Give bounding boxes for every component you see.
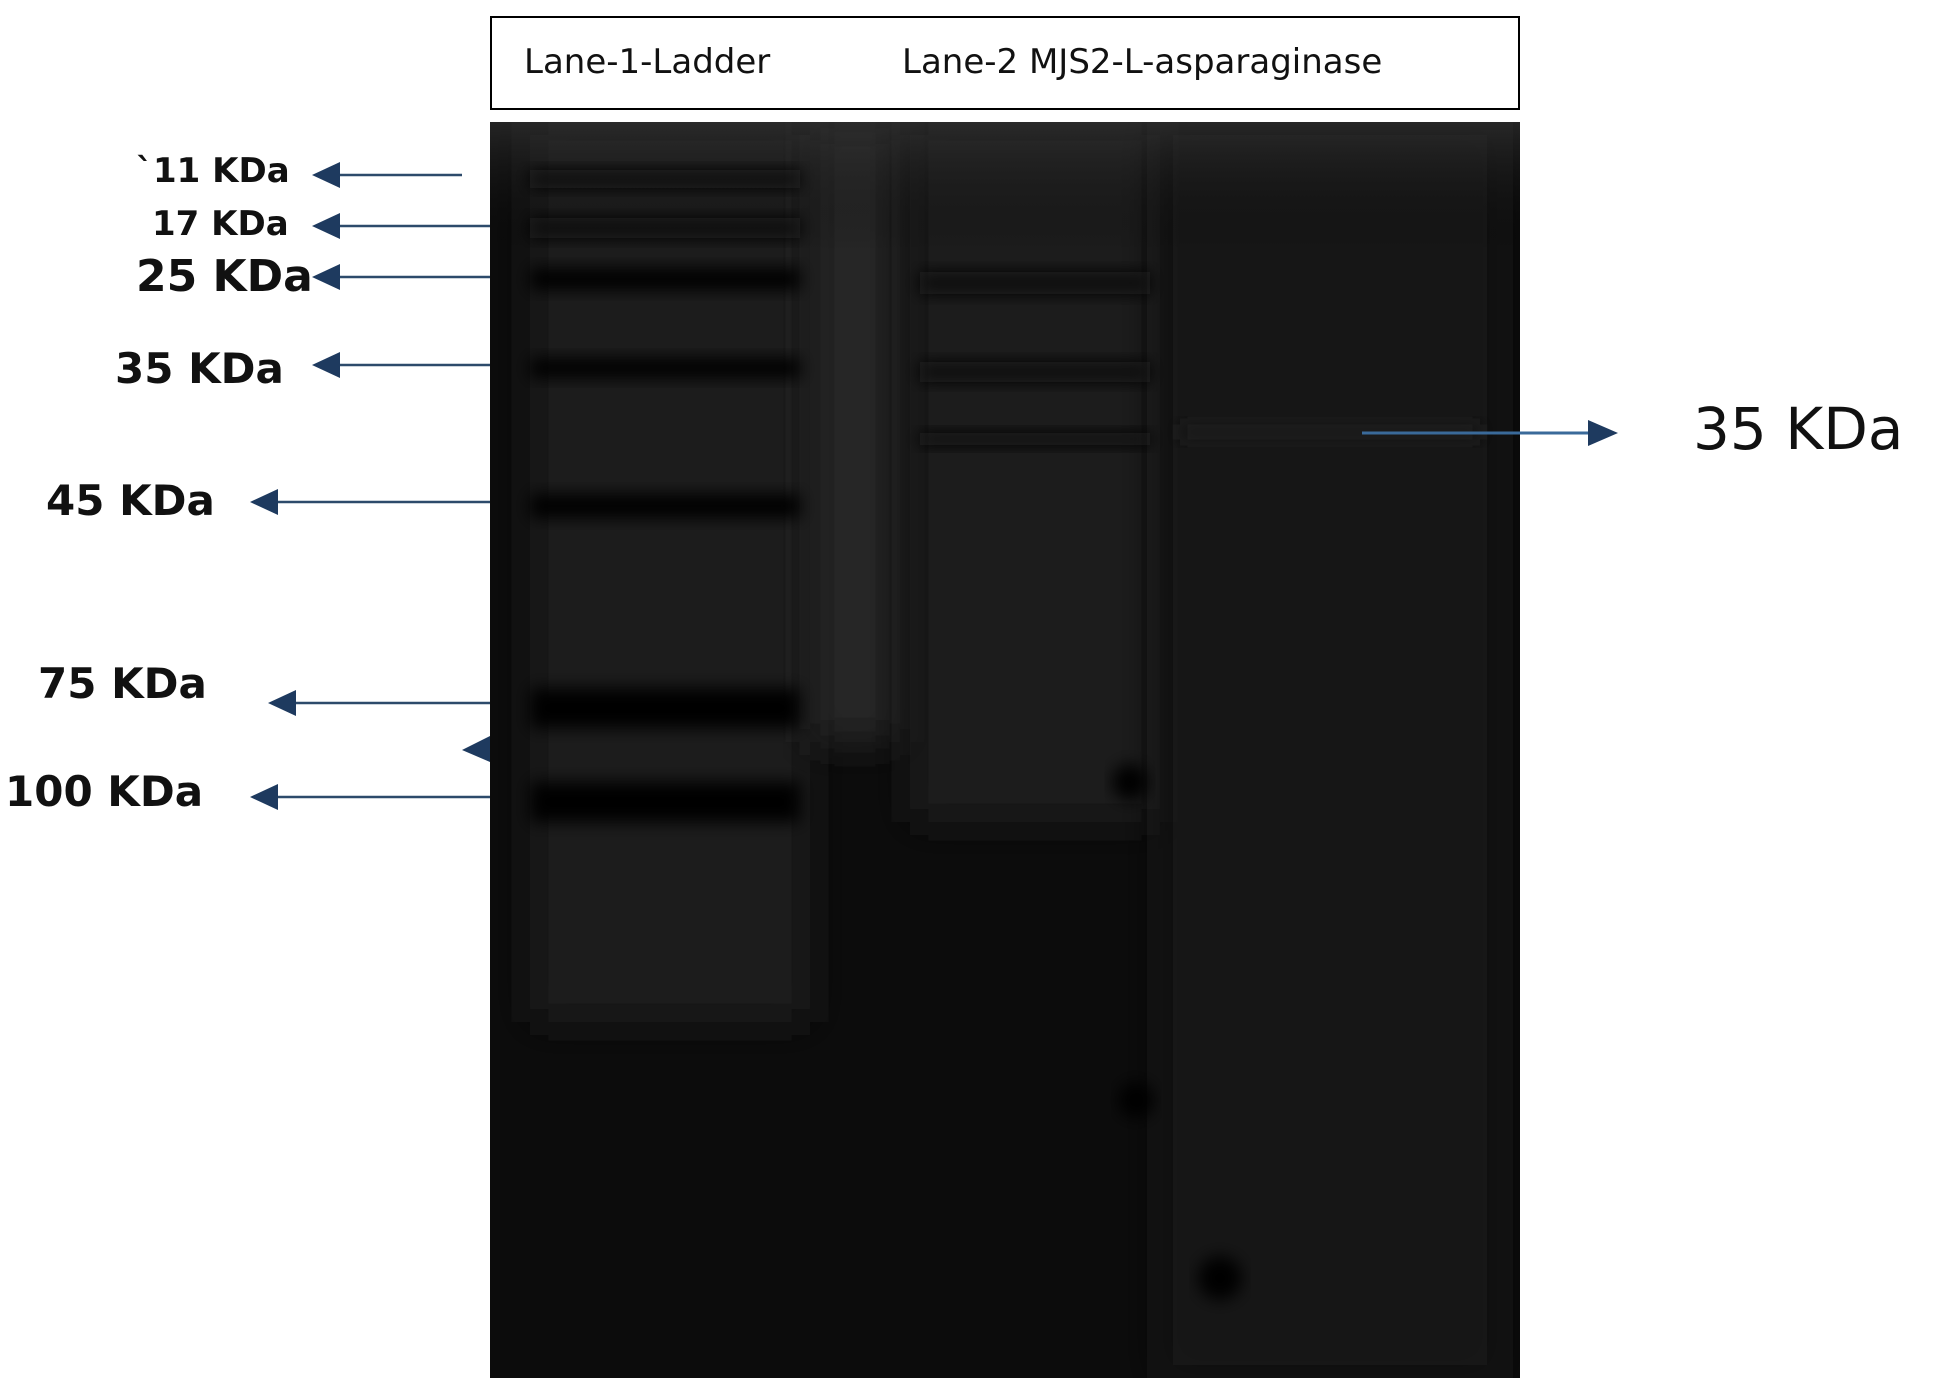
gel-bands bbox=[490, 122, 1520, 1378]
sample-band bbox=[920, 432, 1150, 446]
marker-label: 17 KDa bbox=[152, 204, 289, 244]
marker-label: 75 KDa bbox=[38, 659, 207, 708]
arrow-75kda-head bbox=[268, 690, 296, 716]
ladder-band bbox=[530, 218, 800, 238]
arrow-100kda-head bbox=[250, 784, 278, 810]
arrow-band-35kda-head bbox=[1588, 420, 1618, 446]
ladder-band bbox=[530, 782, 800, 822]
band-35kda-label: 35 KDa bbox=[1693, 395, 1904, 463]
arrow-17kda-head bbox=[312, 213, 340, 239]
sample-band bbox=[920, 362, 1150, 382]
sample-band-35kda bbox=[1180, 424, 1480, 440]
marker-label: 45 KDa bbox=[46, 476, 215, 525]
gel-spot bbox=[1118, 1082, 1154, 1118]
ladder-band bbox=[530, 494, 800, 518]
arrow-45kda-head bbox=[250, 489, 278, 515]
arrow-25kda-head bbox=[312, 264, 340, 290]
marker-label: `11 KDa bbox=[136, 151, 290, 191]
lane-1-smear bbox=[530, 122, 810, 1022]
lane-1-label: Lane-1-Ladder bbox=[524, 42, 771, 82]
lane-4-smear bbox=[1160, 122, 1500, 1378]
ladder-band bbox=[530, 358, 800, 378]
gel-image bbox=[490, 122, 1520, 1378]
gel-spot bbox=[1112, 764, 1148, 800]
marker-label: 35 KDa bbox=[115, 344, 284, 393]
ladder-band bbox=[530, 170, 800, 188]
lane-header-box: Lane-1-Ladder Lane-2 MJS2-L-asparaginase bbox=[490, 16, 1520, 110]
arrow-extra-head bbox=[462, 736, 490, 762]
lane-2-label: Lane-2 MJS2-L-asparaginase bbox=[902, 42, 1383, 82]
ladder-band bbox=[530, 268, 800, 290]
ladder-band bbox=[530, 688, 800, 728]
sample-band bbox=[920, 272, 1150, 294]
arrow-35kda-head bbox=[312, 352, 340, 378]
marker-label: 25 KDa bbox=[136, 251, 313, 302]
arrow-11kda-head bbox=[312, 162, 340, 188]
gel-spot bbox=[1198, 1256, 1242, 1300]
marker-label: 100 KDa bbox=[5, 767, 204, 816]
